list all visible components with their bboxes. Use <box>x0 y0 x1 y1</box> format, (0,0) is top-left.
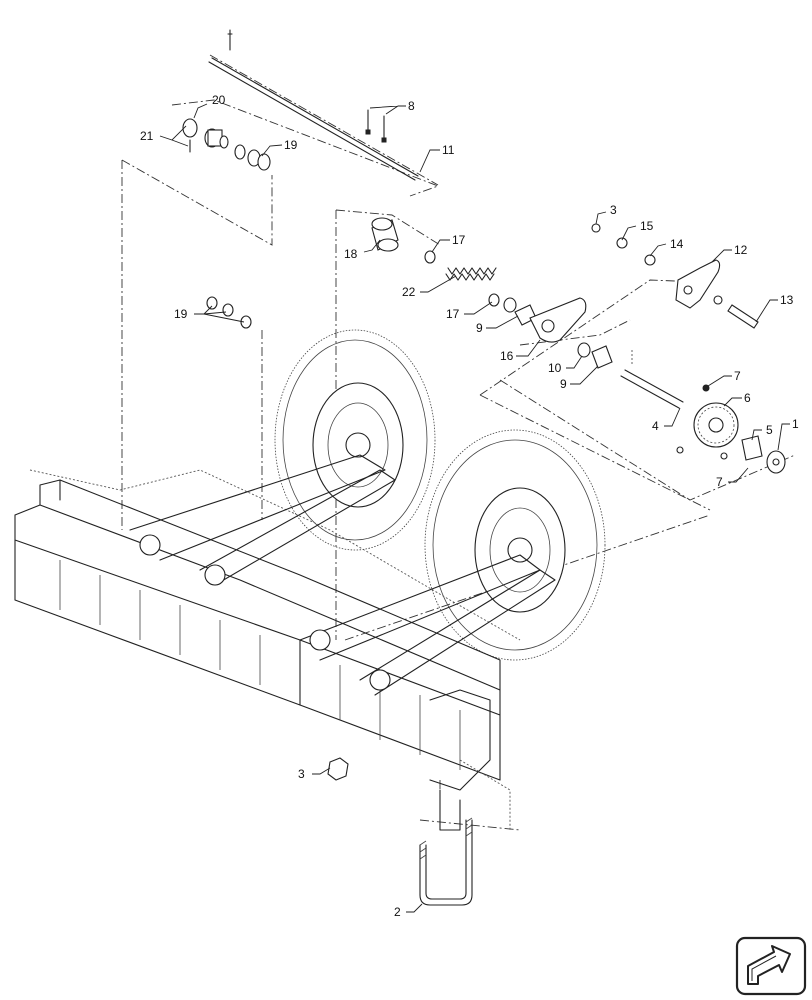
wheel-front <box>424 429 606 661</box>
callout-1: 1 <box>792 417 799 431</box>
callout-14: 14 <box>670 237 684 251</box>
bushing-group-top <box>182 118 271 171</box>
callout-12: 12 <box>734 243 748 257</box>
callout-13: 13 <box>780 293 794 307</box>
callout-18: 18 <box>344 247 358 261</box>
callout-5: 5 <box>766 423 773 437</box>
callout-2: 2 <box>394 905 401 919</box>
callout-6: 6 <box>744 391 751 405</box>
nut-3-lower <box>327 757 349 781</box>
callout-19: 19 <box>284 138 298 152</box>
wheel-rear <box>274 329 436 551</box>
callout-4: 4 <box>652 419 659 433</box>
callout-9: 9 <box>560 377 567 391</box>
u-bolt-2 <box>419 817 473 906</box>
callout-17: 17 <box>446 307 460 321</box>
shaft-11 <box>208 29 419 181</box>
callout-11: 11 <box>442 143 455 157</box>
callout-3: 3 <box>610 203 617 217</box>
next-page-arrow-icon[interactable] <box>735 936 807 996</box>
assembly-guide-lines <box>121 54 796 831</box>
callout-17: 17 <box>452 233 466 247</box>
callout-9: 9 <box>476 321 483 335</box>
pin-8-parts <box>365 109 387 143</box>
washers-19-lower <box>206 296 252 329</box>
spring-22 <box>424 250 517 313</box>
callout-3: 3 <box>298 767 305 781</box>
leader-lines <box>159 103 790 913</box>
hub-5-and-cap-1 <box>676 435 786 474</box>
callout-7: 7 <box>716 475 723 489</box>
callout-8: 8 <box>408 99 415 113</box>
callout-19: 19 <box>174 307 188 321</box>
bushing-18 <box>371 217 399 252</box>
frame-toolbar <box>14 454 556 831</box>
bracket-12-group <box>591 223 759 329</box>
callout-20: 20 <box>212 93 226 107</box>
gear-6 <box>693 384 739 448</box>
callout-16: 16 <box>500 349 514 363</box>
cam-assembly <box>514 297 613 369</box>
callout-labels: 20 21 19 8 11 18 17 22 17 9 16 19 3 15 1… <box>140 93 799 919</box>
callout-7: 7 <box>734 369 741 383</box>
callout-15: 15 <box>640 219 654 233</box>
shaft-4 <box>620 350 684 409</box>
callout-22: 22 <box>402 285 416 299</box>
callout-21: 21 <box>140 129 154 143</box>
callout-10: 10 <box>548 361 562 375</box>
